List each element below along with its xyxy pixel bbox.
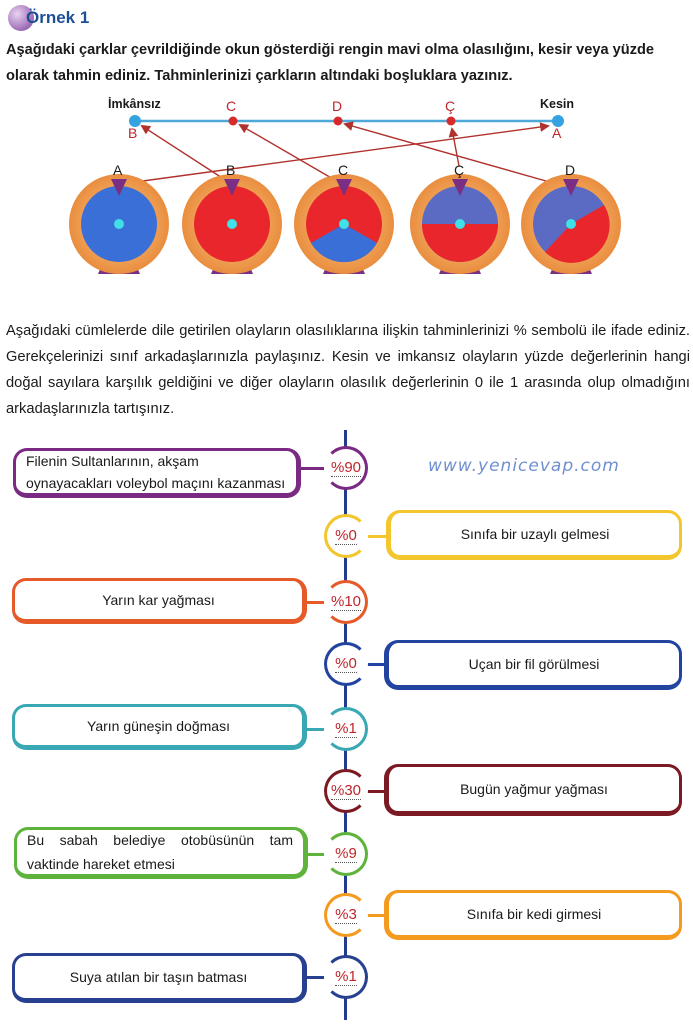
event-text: Suya atılan bir taşın batması: [69, 969, 248, 985]
label-b-below: B: [128, 125, 138, 141]
probability-value: %0: [335, 527, 357, 545]
event-box: Sınıfa bir kedi girmesi: [384, 890, 682, 940]
probability-value: %90: [330, 459, 362, 477]
arrow-c: [238, 124, 341, 184]
probability-node: %9: [324, 832, 368, 876]
wheel-label-d: D: [565, 162, 576, 178]
event-connector: [303, 728, 324, 731]
point-d: [333, 116, 343, 126]
impossible-label: İmkânsız: [108, 97, 161, 111]
event-connector: [304, 853, 324, 856]
probability-node: %30: [324, 769, 368, 813]
instruction-paragraph: Aşağıdaki cümlelerde dile getirilen olay…: [6, 323, 690, 417]
event-box: Suya atılan bir taşın batması: [12, 953, 307, 1003]
event-text: Sınıfa bir uzaylı gelmesi: [460, 526, 610, 542]
wheel-label-b: B: [226, 162, 236, 178]
probability-value: %9: [335, 845, 357, 863]
label-a-below: A: [552, 125, 562, 141]
scale-diagram: [69, 115, 621, 274]
label-d: D: [332, 98, 343, 114]
wheel-label-a: A: [113, 162, 123, 178]
event-box: Bugün yağmur yağması: [384, 764, 682, 816]
wheel-a: [69, 174, 169, 274]
probability-node: %90: [324, 446, 368, 490]
arrow-a: [127, 122, 550, 184]
event-connector: [366, 535, 390, 538]
event-text: Uçan bir fil görülmesi: [468, 656, 600, 672]
wheel-label-c: C: [338, 162, 349, 178]
event-text: Bu sabah belediye otobüsünün tam vaktind…: [27, 832, 293, 872]
event-box: Bu sabah belediye otobüsünün tam vaktind…: [14, 827, 308, 879]
event-connector: [297, 467, 324, 470]
wheel-cc: [410, 174, 510, 274]
website-watermark: www.yenicevap.com: [428, 456, 620, 476]
wheel-label-cc: Ç: [454, 162, 465, 178]
impossible-point: [129, 115, 141, 127]
probability-value: %1: [335, 720, 357, 738]
event-text: Filenin Sultanlarının, akşam oynayacakla…: [26, 453, 286, 491]
probability-scale: İmkânsız Kesin C D Ç B A A B C Ç D: [0, 92, 693, 292]
event-box: Yarın güneşin doğması: [12, 704, 307, 750]
example-title: Örnek 1: [26, 8, 90, 27]
probability-node: %0: [324, 642, 368, 686]
label-c: C: [226, 98, 237, 114]
event-box: Filenin Sultanlarının, akşam oynayacakla…: [13, 448, 301, 498]
arrow-d: [343, 121, 554, 184]
point-cc: [446, 116, 456, 126]
probability-value: %1: [335, 968, 357, 986]
probability-value: %30: [330, 782, 362, 800]
arrow-b: [140, 124, 231, 184]
probability-value: %10: [330, 593, 362, 611]
event-text: Yarın güneşin doğması: [87, 718, 230, 734]
label-cc: Ç: [445, 98, 456, 114]
probability-node: %1: [324, 707, 368, 751]
probability-node: %3: [324, 893, 368, 937]
probability-timeline: Filenin Sultanlarının, akşam oynayacakla…: [0, 430, 693, 1024]
event-box: Uçan bir fil görülmesi: [384, 640, 682, 690]
wheel-b: [182, 174, 282, 274]
event-connector: [366, 663, 388, 666]
intro-instruction: Aşağıdaki çarklar çevrildiğinde okun gös…: [6, 42, 655, 84]
event-box: Yarın kar yağması: [12, 578, 307, 624]
probability-node: %1: [324, 955, 368, 999]
wheel-c: [294, 174, 394, 274]
probability-node: %0: [324, 514, 368, 558]
event-connector: [366, 790, 388, 793]
probability-node: %10: [324, 580, 368, 624]
probability-value: %3: [335, 906, 357, 924]
event-text: Yarın kar yağması: [102, 592, 215, 608]
event-connector: [303, 601, 324, 604]
arrow-cc: [448, 127, 460, 167]
wheel-d: [521, 174, 621, 274]
event-text: Sınıfa bir kedi girmesi: [466, 906, 602, 922]
event-connector: [366, 914, 388, 917]
event-connector: [303, 976, 324, 979]
probability-value: %0: [335, 655, 357, 673]
certain-label: Kesin: [540, 97, 575, 111]
point-c: [228, 116, 238, 126]
certain-point: [552, 115, 564, 127]
event-box: Sınıfa bir uzaylı gelmesi: [386, 510, 682, 560]
event-text: Bugün yağmur yağması: [460, 781, 608, 797]
header-bubble-icon: [8, 5, 34, 31]
